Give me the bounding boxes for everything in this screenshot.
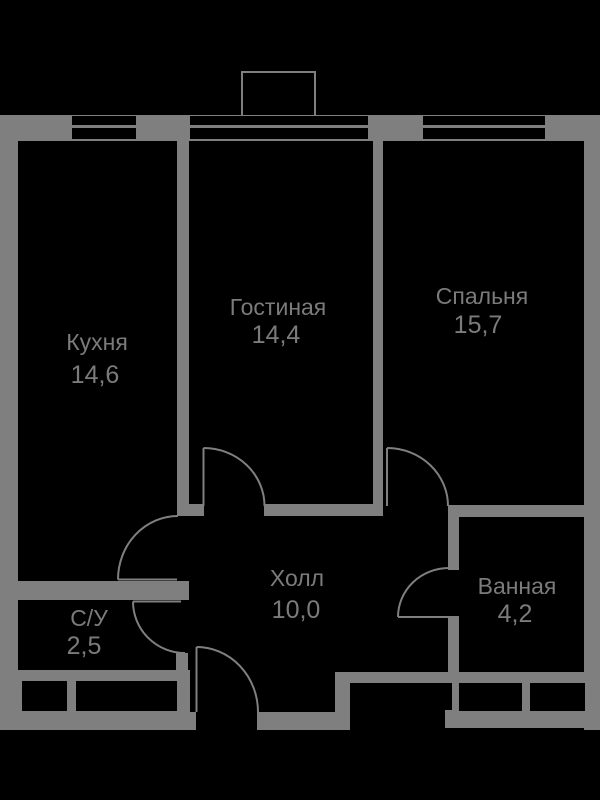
bedroom-label: Спальня [435,283,529,309]
bedroom-area: 15,7 [453,311,503,339]
bath-label: Ванная [477,573,557,599]
bath-area: 4,2 [497,600,533,628]
bath-shaft-1 [459,683,522,711]
kitchen-window-frame-line [72,125,136,128]
bedroom-window-frame-line [423,125,545,128]
living-window-frame-line [190,125,368,128]
wc-shaft-2 [76,681,177,711]
hall-top-wall-mid [264,504,383,516]
left-exterior-wall [0,141,18,730]
bath-left-wall-lower [448,616,459,676]
partition-kitchen-living [177,141,189,515]
notch-left-wall [335,672,350,730]
bedroom-door-arc [386,447,449,507]
roof-duct-outline [241,71,316,116]
living-label: Гостиная [229,294,327,320]
living-door-arc [203,447,266,507]
bottom-wall-mid [257,712,348,730]
bath-bottom-step [445,710,453,728]
bath-shaft-2 [530,683,585,711]
wc-label: С/У [70,605,108,631]
right-exterior-wall [584,141,600,730]
bath-door-arc [397,567,450,618]
wc-area: 2,5 [66,632,102,660]
kitchen-area: 14,6 [70,361,120,389]
kitchen-door-arc [117,515,179,580]
hall-label: Холл [269,565,325,591]
wc-top-wall [18,581,189,600]
entrance-door-arc [196,646,259,713]
wc-shaft-1 [22,681,67,711]
partition-living-bedroom [373,141,383,516]
bottom-wall-left [0,712,196,730]
kitchen-label: Кухня [66,329,128,355]
notch-top-wall [335,672,452,683]
hall-area: 10,0 [271,596,321,624]
bath-left-wall-upper [448,517,459,570]
wc-door-arc [132,601,186,654]
hall-top-wall-left [177,504,204,516]
hall-top-wall-right [448,505,584,517]
living-area: 14,4 [251,321,301,349]
